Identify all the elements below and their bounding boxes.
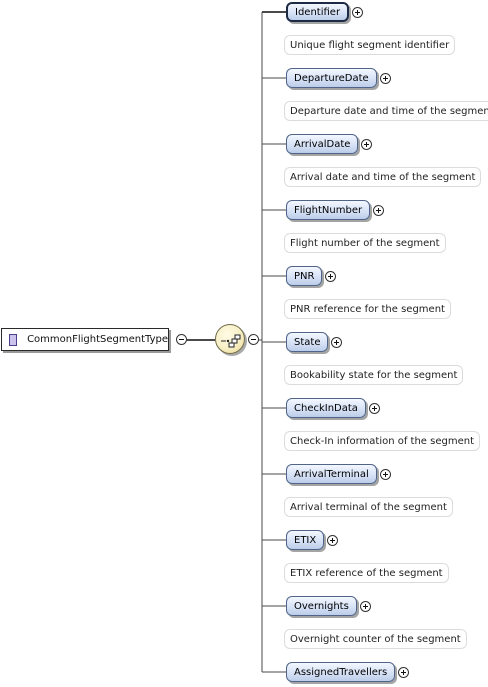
collapse-sequence-icon[interactable] — [248, 334, 259, 345]
element-identifier[interactable]: Identifier — [286, 2, 350, 22]
documentation-text: Arrival date and time of the segment — [290, 171, 476, 183]
expand-assignedtravellers-icon[interactable] — [398, 667, 409, 678]
element-label: FlightNumber — [294, 204, 363, 216]
element-documentation: Arrival terminal of the segment — [284, 497, 453, 517]
element-label: AssignedTravellers — [294, 666, 388, 678]
element-pnr[interactable]: PNR — [286, 266, 323, 286]
documentation-text: Flight number of the segment — [290, 237, 440, 249]
element-label: ETIX — [294, 534, 317, 546]
documentation-text: Unique flight segment identifier — [290, 39, 450, 51]
expand-etix-icon[interactable] — [327, 535, 338, 546]
element-departuredate[interactable]: DepartureDate — [286, 68, 377, 88]
element-documentation: Bookability state for the segment — [284, 365, 464, 385]
element-label: Identifier — [295, 6, 341, 18]
sequence-compositor[interactable] — [215, 324, 245, 354]
element-label: ArrivalDate — [294, 138, 351, 150]
expand-checkindata-icon[interactable] — [369, 403, 380, 414]
element-documentation: Arrival date and time of the segment — [284, 167, 482, 187]
element-documentation: Flight number of the segment — [284, 233, 446, 253]
complex-type-label: CommonFlightSegmentType — [27, 334, 168, 345]
documentation-text: Bookability state for the segment — [290, 369, 458, 381]
element-checkindata[interactable]: CheckInData — [286, 398, 366, 418]
documentation-text: Departure date and time of the segment — [290, 105, 488, 117]
element-documentation: Check-In information of the segment — [284, 431, 480, 451]
element-label: PNR — [294, 270, 315, 282]
expand-arrivalterminal-icon[interactable] — [380, 469, 391, 480]
element-documentation: Departure date and time of the segment — [284, 101, 488, 121]
documentation-text: Check-In information of the segment — [290, 435, 474, 447]
collapse-type-icon[interactable] — [176, 334, 187, 345]
element-label: CheckInData — [294, 402, 358, 414]
element-label: DepartureDate — [294, 72, 369, 84]
element-state[interactable]: State — [286, 332, 329, 352]
complex-type-box[interactable]: CommonFlightSegmentType — [1, 328, 169, 351]
element-documentation: ETIX reference of the segment — [284, 563, 449, 583]
element-flightnumber[interactable]: FlightNumber — [286, 200, 371, 220]
documentation-text: Overnight counter of the segment — [290, 633, 461, 645]
expand-flightnumber-icon[interactable] — [373, 205, 384, 216]
element-etix[interactable]: ETIX — [286, 530, 325, 550]
element-arrivaldate[interactable]: ArrivalDate — [286, 134, 359, 154]
expand-pnr-icon[interactable] — [325, 271, 336, 282]
element-label: Overnights — [294, 600, 349, 612]
sequence-compositor-icon — [221, 334, 241, 348]
element-documentation: PNR reference for the segment — [284, 299, 451, 319]
documentation-text: ETIX reference of the segment — [290, 567, 443, 579]
element-label: State — [294, 336, 321, 348]
element-documentation: Overnight counter of the segment — [284, 629, 467, 649]
element-assignedtravellers[interactable]: AssignedTravellers — [286, 662, 396, 682]
expand-departuredate-icon[interactable] — [380, 73, 391, 84]
element-label: ArrivalTerminal — [294, 468, 369, 480]
expand-identifier-icon[interactable] — [352, 7, 363, 18]
expand-state-icon[interactable] — [331, 337, 342, 348]
documentation-text: PNR reference for the segment — [290, 303, 445, 315]
documentation-text: Arrival terminal of the segment — [290, 501, 447, 513]
expand-overnights-icon[interactable] — [360, 601, 371, 612]
element-documentation: Unique flight segment identifier — [284, 35, 456, 55]
element-overnights[interactable]: Overnights — [286, 596, 357, 616]
expand-arrivaldate-icon[interactable] — [361, 139, 372, 150]
element-arrivalterminal[interactable]: ArrivalTerminal — [286, 464, 377, 484]
complex-type-icon — [9, 333, 18, 346]
